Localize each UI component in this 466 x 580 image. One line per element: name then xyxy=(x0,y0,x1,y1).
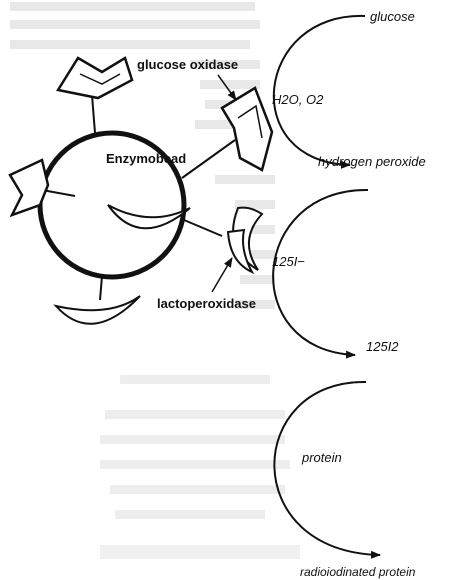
protein-label: protein xyxy=(301,450,342,465)
enzymobead-label: Enzymobead xyxy=(106,151,186,166)
lactoperoxidase-pointer xyxy=(212,258,232,292)
reaction-arc-3 xyxy=(274,382,380,555)
lactoperoxidase-unit-right xyxy=(184,208,262,272)
glucose-label: glucose xyxy=(370,9,415,24)
lactoperoxidase-label: lactoperoxidase xyxy=(157,296,256,311)
lactoperoxidase-unit-bottom xyxy=(56,276,140,324)
reaction-arc-2 xyxy=(273,190,368,355)
iodide-label: 125I− xyxy=(272,254,305,269)
product-label: radioiodinated protein xyxy=(300,565,416,579)
bleed-through-text xyxy=(10,2,300,559)
reaction-arc-1 xyxy=(274,16,365,165)
water-oxygen-label: H2O, O2 xyxy=(272,92,324,107)
glucose-oxidase-unit-top xyxy=(58,58,132,133)
iodine-label: 125I2 xyxy=(366,339,399,354)
hydrogen-peroxide-label: hydrogen peroxide xyxy=(318,154,426,169)
glucose-oxidase-label: glucose oxidase xyxy=(137,57,238,72)
